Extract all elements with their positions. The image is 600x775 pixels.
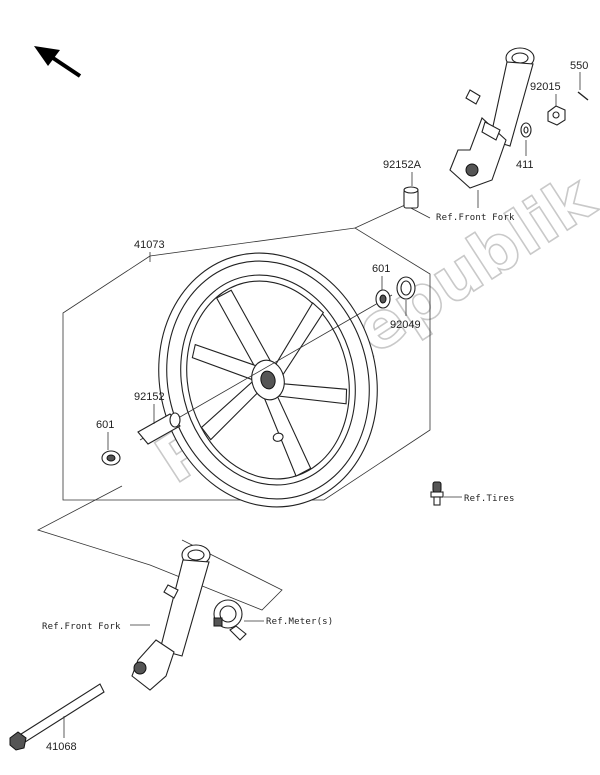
washer-411 bbox=[520, 122, 532, 138]
callout-601-top: 601 bbox=[372, 263, 390, 275]
callout-411: 411 bbox=[516, 159, 534, 171]
meter-gear-box bbox=[213, 599, 247, 641]
callout-550: 550 bbox=[570, 60, 588, 72]
axle-centerline bbox=[139, 294, 393, 441]
callout-601-left: 601 bbox=[96, 419, 114, 431]
callout-41068: 41068 bbox=[46, 741, 77, 753]
bearing-601-left bbox=[101, 450, 121, 466]
seal-92049 bbox=[396, 276, 416, 300]
callout-92049: 92049 bbox=[390, 319, 421, 331]
ref-front-fork-right: Ref.Front Fork bbox=[436, 213, 515, 223]
tire-valve bbox=[430, 481, 444, 506]
callout-92152: 92152 bbox=[134, 391, 165, 403]
bearing-601-top bbox=[375, 289, 391, 309]
collar-92152A bbox=[403, 186, 419, 209]
assembly-frame-outline bbox=[62, 227, 431, 501]
callout-92015: 92015 bbox=[530, 81, 561, 93]
axle-41068 bbox=[9, 683, 105, 751]
front-fork-right bbox=[449, 47, 535, 189]
front-fork-left bbox=[131, 544, 211, 691]
arrow-up-left-icon bbox=[34, 46, 82, 78]
nut-92015 bbox=[547, 105, 566, 126]
front-wheel bbox=[158, 252, 378, 508]
ref-front-fork-left: Ref.Front Fork bbox=[42, 622, 121, 632]
ref-meters: Ref.Meter(s) bbox=[266, 617, 333, 627]
ref-tires: Ref.Tires bbox=[464, 494, 515, 504]
lower-bracket-outline bbox=[36, 485, 283, 611]
collar-92152 bbox=[137, 412, 181, 445]
callout-92152A: 92152A bbox=[383, 159, 422, 171]
upper-bracket-outline bbox=[354, 204, 431, 229]
cotter-pin-550 bbox=[577, 91, 589, 101]
callout-41073: 41073 bbox=[134, 239, 165, 251]
